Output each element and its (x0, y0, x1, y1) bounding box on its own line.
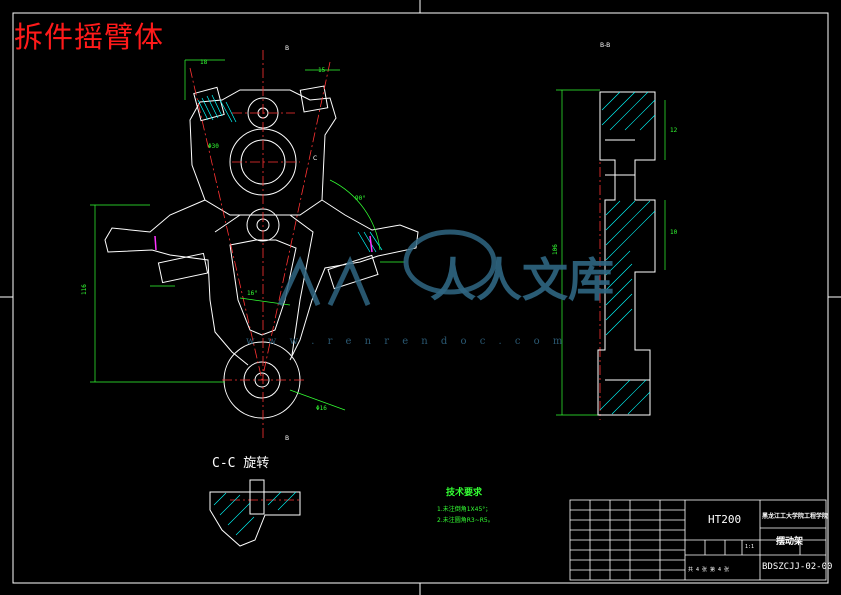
label-c: C (313, 155, 317, 162)
svg-text:18: 18 (200, 59, 208, 66)
school-text: 黑龙江工大学院工程学院 (762, 513, 829, 520)
section-cc-view (209, 479, 301, 547)
sheet-info-text: 共 4 张 第 4 张 (688, 567, 730, 573)
svg-text:10: 10 (670, 229, 678, 236)
svg-text:Φ30: Φ30 (208, 143, 219, 150)
watermark-brand: 人人文库 (430, 253, 614, 307)
material-text: HT200 (708, 513, 742, 526)
svg-text:16°: 16° (247, 290, 258, 297)
title-block (569, 499, 827, 581)
main-view (104, 85, 419, 419)
section-markers: B B C B-B (285, 42, 610, 442)
svg-text:116: 116 (81, 284, 88, 295)
side-view-hatch (599, 91, 656, 415)
side-view-bb (597, 91, 656, 416)
drawing-title: 拆件摇臂体 (14, 20, 165, 54)
svg-text:12: 12 (670, 127, 678, 134)
drawing-number-text: BDSZCJJ-02-00 (762, 562, 833, 572)
dimension-texts: 116 90° 16° 18 15 Φ30 Φ16 106 12 10 (81, 59, 678, 412)
label-bb-view: B-B (600, 42, 610, 49)
dimension-lines (90, 59, 666, 416)
watermark-url: w w w . r e n r e n d o c . c o m (246, 336, 568, 347)
part-name-text: 摆动架 (776, 537, 804, 547)
svg-text:15: 15 (318, 67, 326, 74)
main-view-hatch (197, 94, 383, 253)
svg-text:Φ16: Φ16 (316, 405, 327, 412)
section-cc-hatch (213, 491, 297, 536)
scale-text: 1:1 (745, 544, 755, 550)
svg-text:106: 106 (552, 244, 559, 255)
section-cc-label: C-C 旋转 (212, 456, 270, 471)
svg-text:90°: 90° (355, 195, 366, 202)
tech-req-item-1: 1.未注倒角1X45°； (437, 506, 492, 513)
tech-req-item-2: 2.未注圆角R3~R5。 (437, 517, 494, 524)
label-b-top: B (285, 45, 289, 52)
magenta-accents (154, 235, 373, 253)
tech-req-heading: 技术要求 (446, 488, 483, 498)
watermark-logo (277, 229, 497, 307)
label-b-bottom: B (285, 435, 289, 442)
